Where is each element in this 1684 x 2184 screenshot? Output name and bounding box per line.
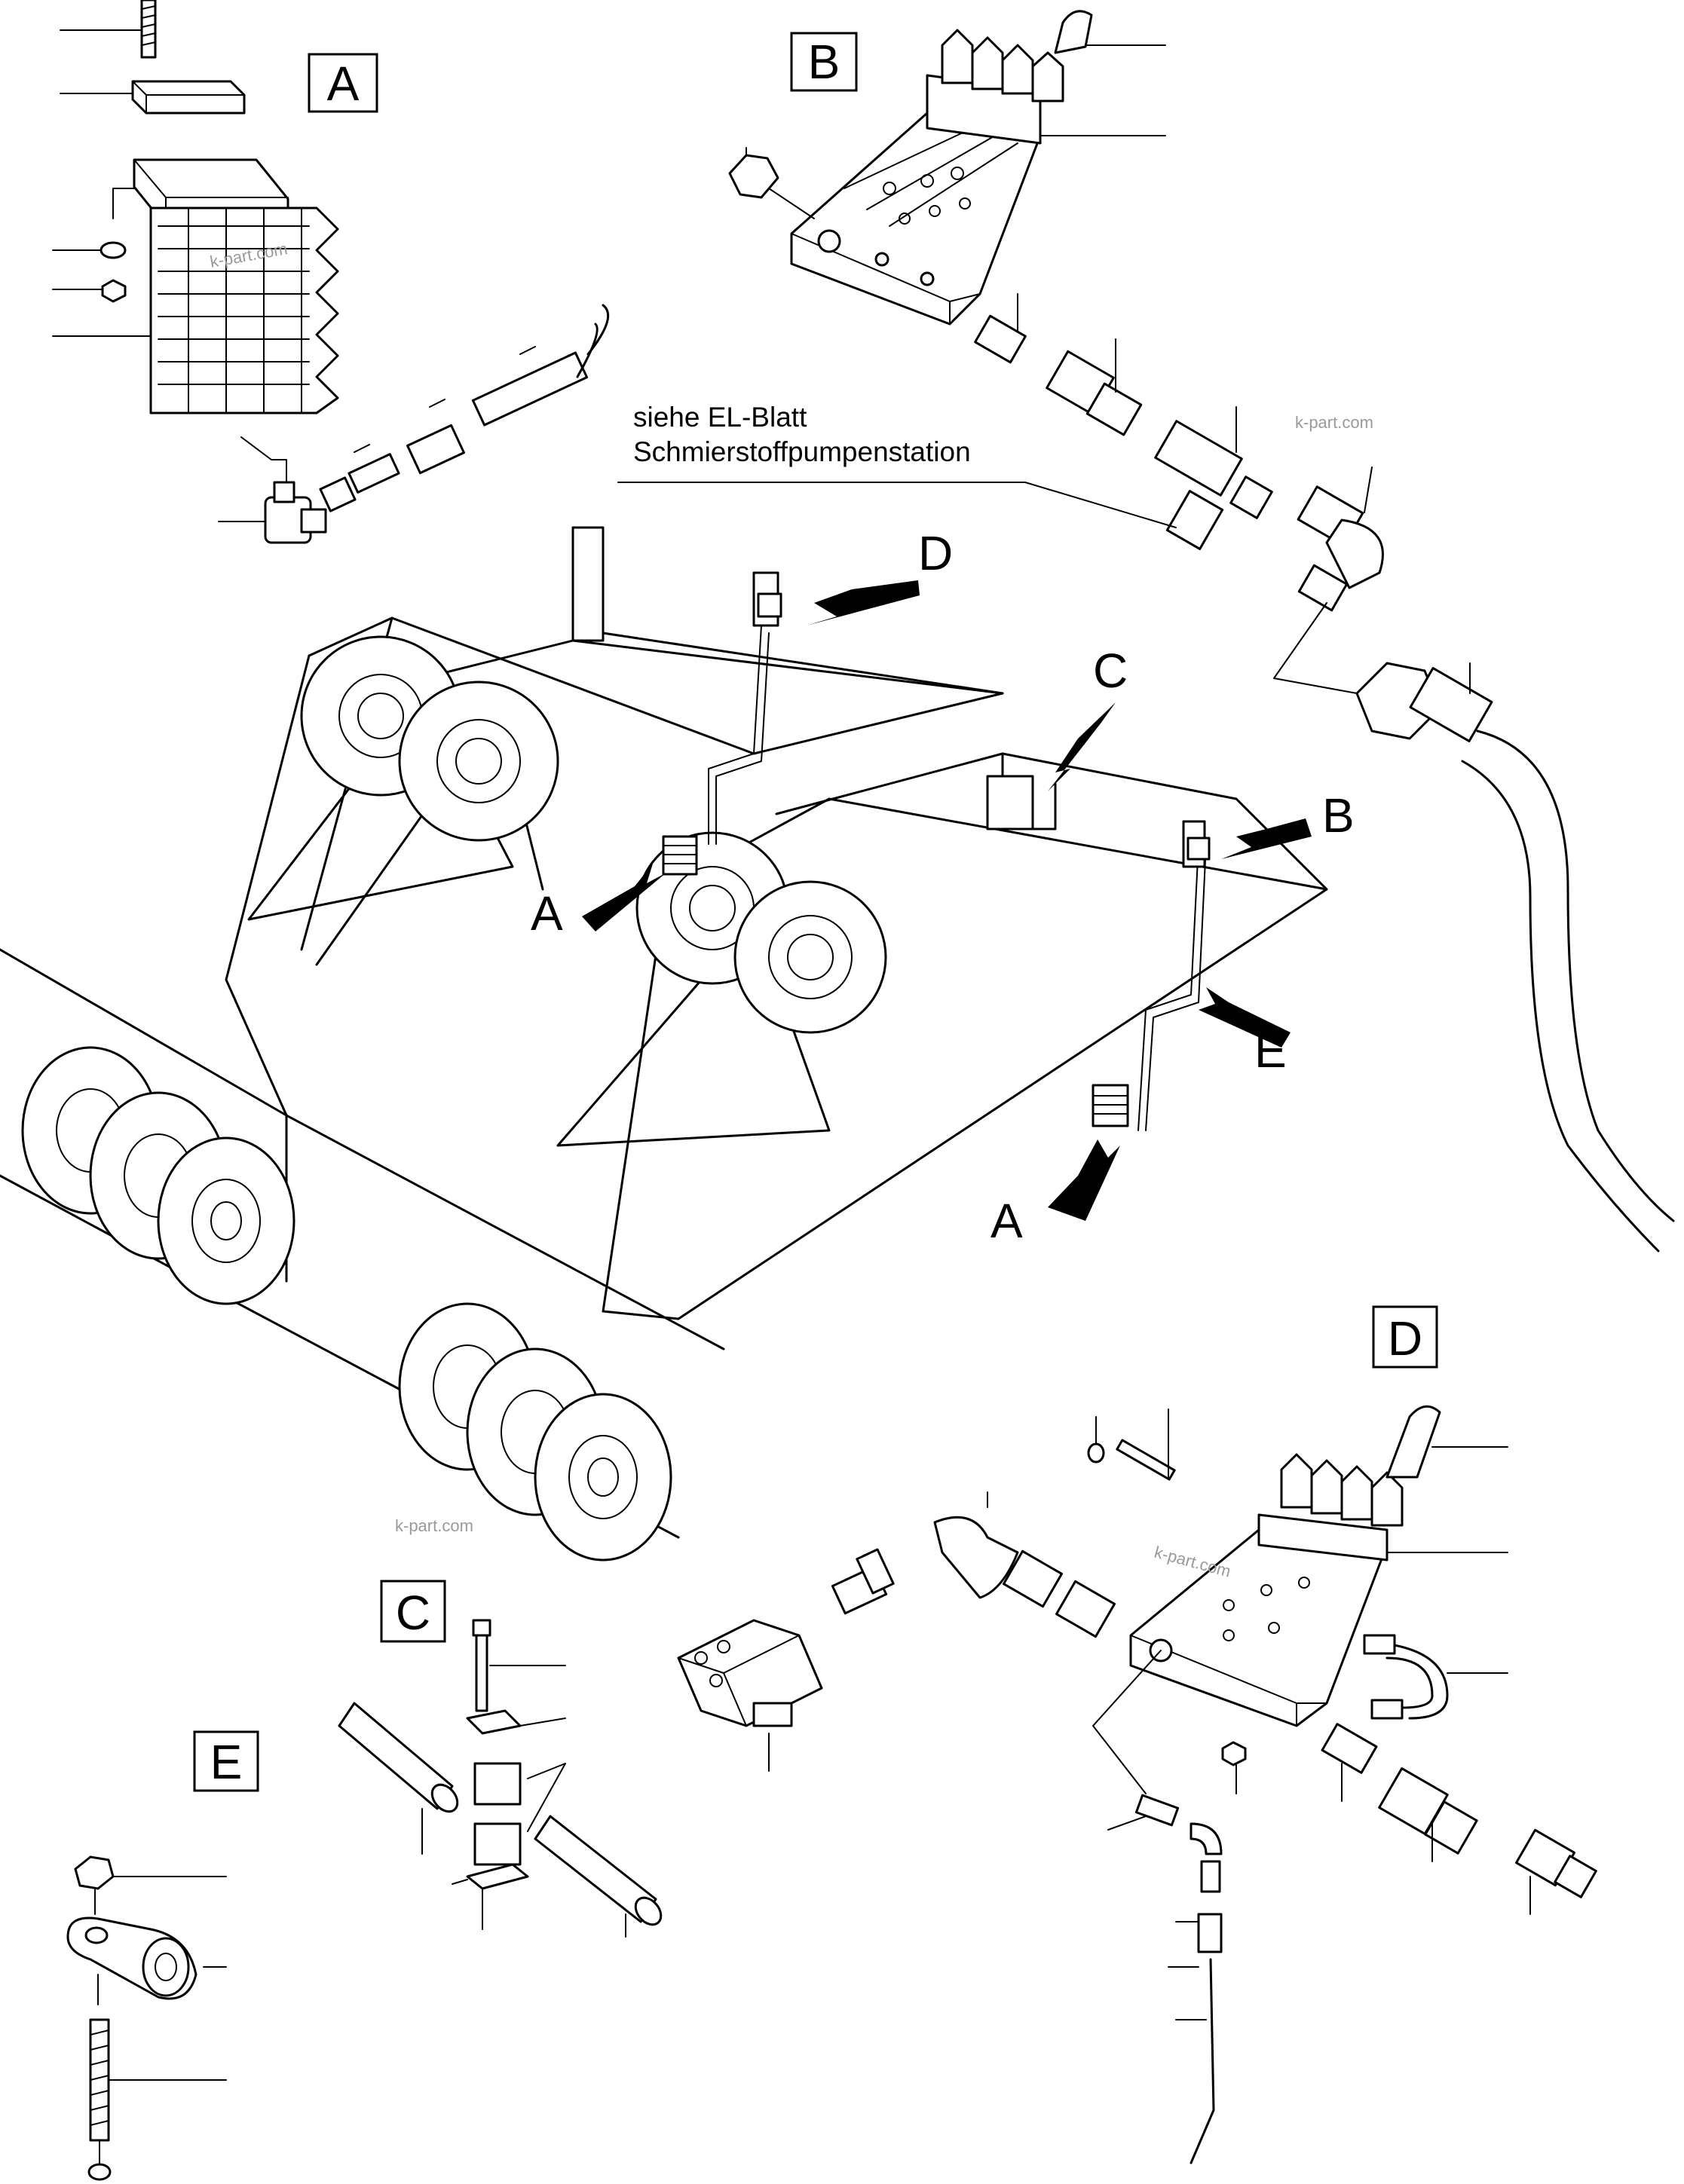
distributor-block [790,112,1042,326]
callout-d: D [918,526,953,580]
distributor-icon-b [1182,820,1211,868]
solenoid-block [677,1619,823,1727]
detail-d-label: D [1388,1311,1422,1366]
pipe-c-left [338,1702,459,1813]
banjo-bolt [319,453,400,512]
stud-bolt [140,0,157,59]
detail-b-label: B [808,35,840,89]
detail-c: C [338,1580,663,1938]
detail-e-label: E [210,1735,243,1789]
fitting-left-d [831,1548,895,1615]
distributor-icon-d [752,571,782,627]
indicator-pin-d [1385,1405,1441,1479]
detail-c-frame [380,1580,446,1643]
hex-nut-d [1221,1741,1247,1766]
callout-a-2: A [990,1194,1023,1248]
elbow-fitting [1297,485,1384,612]
washer-e [87,2163,112,2181]
connector-fitting [264,481,327,544]
tee-fitting [1154,420,1273,550]
watermark-3: k-part.com [395,1516,473,1535]
pipe-c-right [534,1815,663,1926]
washer-d [1087,1442,1105,1464]
plug-screw [728,154,815,219]
detail-a: A [52,0,610,544]
reducer-fitting-1 [974,314,1027,364]
piston-stack-d [1257,1453,1404,1562]
clamp-plate [131,80,246,115]
union-d [1378,1767,1478,1855]
watermark-2: k-part.com [1295,413,1373,432]
detail-a-label: A [327,57,360,111]
detail-d: D [677,1305,1597,2164]
adapter-d [1055,1580,1116,1638]
detail-a-frame [308,53,378,113]
bolt-c [472,1619,491,1712]
hex-nut-e [74,1855,115,1890]
clamp-halves [473,1762,522,1866]
lower-rollers-left [21,1046,295,1305]
tube-end [471,304,610,427]
boom-assembly: D C B A E A [0,526,1355,1562]
lug-left [571,526,605,642]
note-line-2: Schmierstoffpumpenstation [633,436,971,467]
indicator-pin [1054,10,1093,54]
detail-d-frame [1372,1305,1438,1369]
arrow-b [1221,818,1312,859]
union-fitting [1046,350,1143,436]
arrow-e [1199,987,1291,1048]
detail-e: E [66,1730,259,2181]
roller-right-2 [733,880,887,1034]
clamp-bottom-plate [466,1863,529,1890]
callout-a-1: A [531,886,563,941]
roller-left-2 [398,681,559,842]
sleeve-nut [406,424,465,475]
detail-c-label: C [396,1586,430,1640]
lower-rollers-right [398,1302,672,1562]
callout-b: B [1322,788,1355,843]
elbow-d [933,1516,1063,1608]
arrow-c [1048,702,1116,791]
distributor-icon-a2 [1092,1084,1129,1127]
detail-b: B [617,10,1675,1253]
callout-e: E [1254,1023,1287,1078]
arrow-a1 [582,864,666,931]
detail-e-frame [193,1730,259,1792]
hose [1355,662,1675,1253]
washer [100,241,127,259]
arrow-d [807,580,920,626]
hex-nut [101,279,127,303]
pipe-fitting-d [1134,1794,1223,2164]
clamp-top-plate [466,1709,522,1735]
callout-c: C [1093,644,1128,698]
lug-right [986,775,1034,830]
note-line-1: siehe EL-Blatt [633,402,807,433]
p-clamp [66,1916,197,2000]
progressive-distributor [149,206,339,414]
piston-stack [926,29,1064,145]
reducer-d-2 [1515,1828,1597,1898]
stud-e [89,2018,110,2142]
detail-b-frame [790,32,858,92]
arrow-a2 [1048,1139,1120,1221]
stud-d [1116,1439,1176,1481]
reducer-d [1321,1723,1378,1774]
distributor-icon-a1 [662,835,698,876]
watermark-4: k-part.com [1153,1543,1233,1581]
